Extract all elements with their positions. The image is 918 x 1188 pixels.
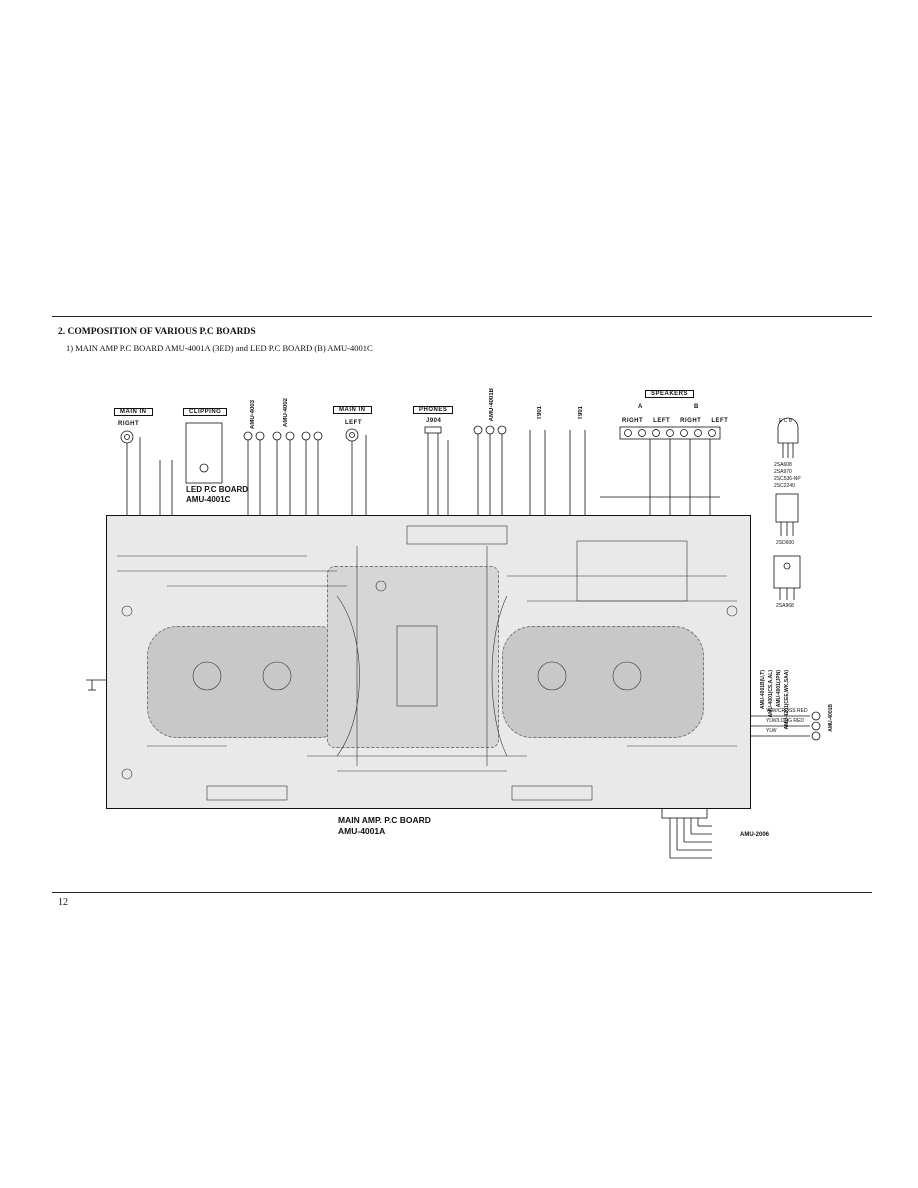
speaker-channel-label: LEFT [653,418,671,424]
transistor-name: 2SA970 [774,469,792,475]
amu-2006-label: AMU-2006 [740,832,770,838]
led-board-title-line2: AMU-4001C [186,495,231,504]
model-note: AMU-4001(JPN) [776,670,782,708]
section-title: 2. COMPOSITION OF VARIOUS P.C BOARDS [58,327,256,337]
speakers-box: SPEAKERS [645,390,695,398]
center-area [327,566,499,748]
transistor-name: 2SA608 [774,462,792,468]
main-in-left-label: LEFT [345,420,362,426]
section-subtitle: 1) MAIN AMP P.C BOARD AMU-4001A (3ED) an… [66,343,373,353]
bottom-rule [52,892,872,893]
right-wire-label: YLW/CROSS RED [766,708,808,714]
speaker-channel-label: LEFT [711,418,729,424]
page-number: 12 [58,897,68,908]
transistor-group2: 2SD600 [776,540,795,546]
speakers-b-label: B [694,404,699,410]
main-in-right-box: MAIN IN [114,408,153,416]
main-board-title-line2: AMU-4001A [338,826,386,836]
main-amp-pcb [106,515,751,809]
clipping-box: CLIPPING [183,408,228,416]
phones-jack-label: J904 [426,418,442,424]
transistor-group1: 2SA608 2SA970 2SC536-NP 2SC2240 [774,462,801,490]
transistor-pins-label: E C B [779,418,793,424]
phones-box: PHONES [413,406,454,414]
main-board-title-line1: MAIN AMP. P.C BOARD [338,815,431,825]
main-in-left-box: MAIN IN [333,406,372,414]
transistor-group3: 2SA968 [776,603,794,609]
model-note: AMU-4001B(U,T) [760,670,766,710]
amu-4001b-side-label: AMU-4001B [828,704,834,732]
main-in-right-label: RIGHT [118,421,140,427]
top-rule [52,316,872,317]
right-wire-label: YLW/LONG RED [766,718,804,724]
speaker-channel-label: RIGHT [680,418,702,424]
transistor-name: 2SC536-NP [774,476,801,482]
transistor-name: 2SC2240 [774,483,795,489]
left-heatsink-area [147,626,349,738]
right-wire-label: YLW [766,728,777,734]
speakers-a-label: A [638,404,643,410]
right-heatsink-area [502,626,704,738]
pcb-traces [117,525,738,801]
led-board-title-line1: LED P.C BOARD [186,485,249,494]
speaker-channel-labels: RIGHT LEFT RIGHT LEFT [622,418,728,424]
speaker-channel-label: RIGHT [622,418,644,424]
